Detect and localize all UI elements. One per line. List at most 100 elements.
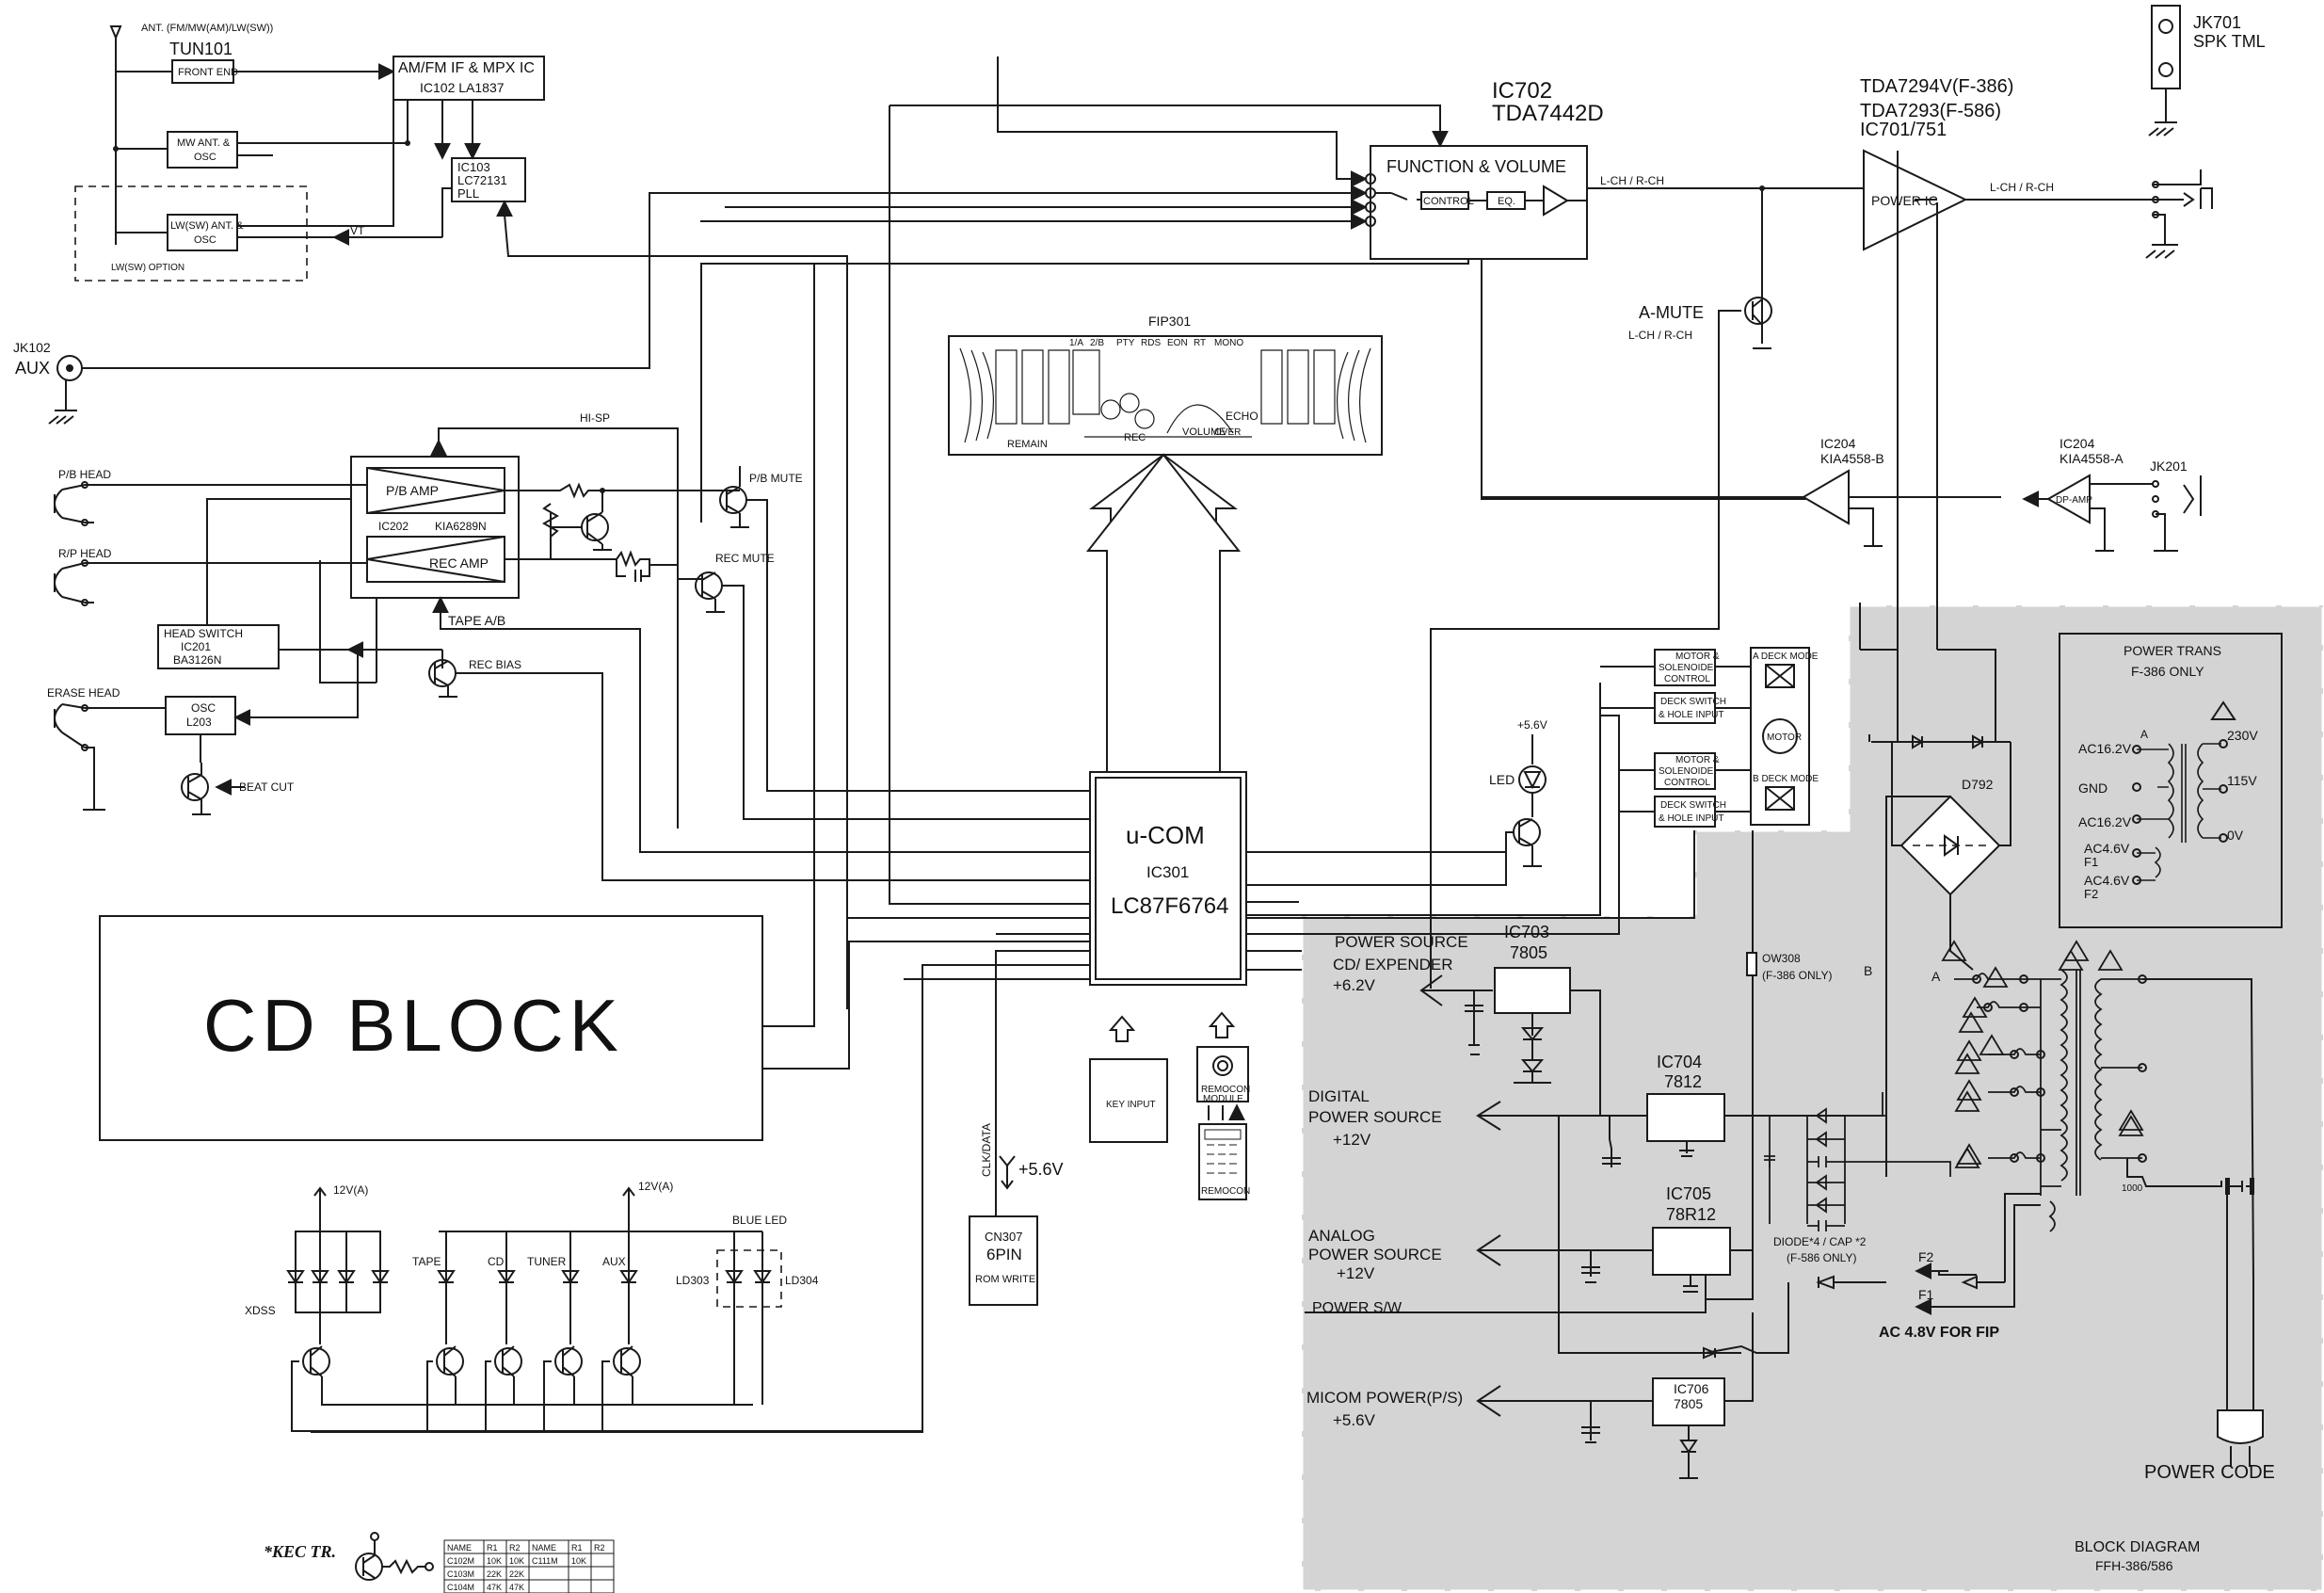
jk102-label: JK102 bbox=[13, 340, 51, 355]
a-deck-mode-label: A DECK MODE bbox=[1753, 652, 1819, 662]
power-supply-region bbox=[1300, 603, 2324, 1593]
ic204-b-label: IC204 bbox=[1820, 436, 1856, 451]
pt-a-label: A bbox=[1931, 969, 1941, 984]
jk201-label: JK201 bbox=[2150, 459, 2188, 474]
rec-mute-label: REC MUTE bbox=[715, 552, 775, 565]
fip-seg-5: EON bbox=[1167, 338, 1188, 348]
fip-rec: REC bbox=[1124, 432, 1146, 443]
f2-tr-label: F2 bbox=[2084, 887, 2098, 901]
motor-sol-2c: CONTROL bbox=[1664, 778, 1710, 788]
deck-section: +5.6V LED MOTOR & SOLENOIDE CONTROL DECK… bbox=[1246, 647, 1819, 915]
fip301-label: FIP301 bbox=[1148, 314, 1191, 329]
kec-table-header: R1 bbox=[487, 1543, 498, 1553]
f386-only-2-label: (F-386 ONLY) bbox=[1762, 969, 1832, 982]
led-label: LED bbox=[1489, 772, 1515, 787]
kec-table-value: 10K bbox=[487, 1556, 502, 1566]
lch-rch-3-label: L-CH / R-CH bbox=[1628, 329, 1692, 342]
ic706-part-label: 7805 bbox=[1674, 1396, 1703, 1411]
ow308-fuse bbox=[1746, 952, 1757, 976]
cd-block: CD BLOCK bbox=[99, 264, 1090, 1141]
rec-bias-label: REC BIAS bbox=[469, 658, 521, 671]
ic703-part-label: 7805 bbox=[1510, 943, 1547, 962]
tda7293-label: TDA7293(F-586) bbox=[1860, 101, 2001, 121]
dp-amp bbox=[2045, 474, 2091, 524]
tr-a-label: A bbox=[2140, 728, 2148, 741]
kec-tr-label: *KEC TR. bbox=[264, 1542, 336, 1561]
lw-option-label: LW(SW) OPTION bbox=[111, 263, 184, 273]
ac16-2v-2-label: AC16.2V bbox=[2078, 814, 2132, 829]
fip-seg-7: MONO bbox=[1214, 338, 1243, 348]
led-driver-section: 12V(A) 12V(A) XDSS TAPE CD TUNER AUX BLU… bbox=[245, 1180, 922, 1432]
tape-label: TAPE bbox=[412, 1255, 441, 1268]
mw-ant-box bbox=[167, 131, 238, 169]
power-trans-box bbox=[2059, 633, 2283, 928]
head-switch-box bbox=[157, 624, 280, 669]
v115-label: 115V bbox=[2227, 773, 2257, 788]
ic705-part-label: 78R12 bbox=[1666, 1205, 1716, 1224]
tape-section: HI-SP P/B AMP IC202 KIA6289N REC AMP P/B… bbox=[47, 411, 1090, 881]
kec-table-value: C111M bbox=[532, 1556, 558, 1566]
b-deck-mode-label: B DECK MODE bbox=[1753, 774, 1819, 784]
f1-label: F1 bbox=[1918, 1287, 1934, 1302]
kec-table-value: 10K bbox=[509, 1556, 524, 1566]
audio-path: IC702 TDA7442D FUNCTION & VOLUME CONTROL… bbox=[700, 5, 2266, 989]
diode-cap-label: DIODE*4 / CAP *2 bbox=[1773, 1235, 1867, 1248]
deck-sw-1b: & HOLE INPUT bbox=[1659, 710, 1723, 720]
lw-ant-label-1: LW(SW) ANT. & bbox=[170, 220, 244, 232]
cn307-label: CN307 bbox=[985, 1230, 1022, 1244]
block-diagram-label: BLOCK DIAGRAM bbox=[2075, 1539, 2200, 1555]
key-input-box bbox=[1089, 1058, 1168, 1143]
analog-3-label: +12V bbox=[1337, 1264, 1375, 1282]
fip-seg-6: RT bbox=[1194, 338, 1206, 348]
kec-table-value: C104M bbox=[447, 1583, 474, 1592]
motor-sol-2b: SOLENOIDE bbox=[1659, 766, 1714, 777]
v0-label: 0V bbox=[2227, 828, 2244, 843]
eq-label: EQ. bbox=[1498, 196, 1515, 207]
rec-amp-label: REC AMP bbox=[429, 555, 489, 571]
ac4-6v-2-label: AC4.6V bbox=[2084, 873, 2130, 888]
ac4-6v-1-label: AC4.6V bbox=[2084, 841, 2130, 856]
l203-label: L203 bbox=[186, 716, 212, 729]
ic705-label: IC705 bbox=[1666, 1184, 1711, 1203]
kec-table-header: NAME bbox=[532, 1543, 556, 1553]
kec-table-header: R2 bbox=[594, 1543, 605, 1553]
analog-2-label: POWER SOURCE bbox=[1308, 1246, 1442, 1263]
amfm-if-label: AM/FM IF & MPX IC bbox=[398, 60, 535, 76]
rom-write-label: ROM WRITE bbox=[975, 1274, 1035, 1285]
ic706-box bbox=[1652, 1377, 1725, 1426]
kec-table-value: C102M bbox=[447, 1556, 474, 1566]
power-trans-section: POWER TRANS F-386 ONLY A AC16.2V GND AC1… bbox=[2059, 633, 2283, 928]
ic704-part-label: 7812 bbox=[1664, 1072, 1702, 1091]
gnd-label: GND bbox=[2078, 780, 2108, 796]
ic705-box bbox=[1652, 1227, 1731, 1276]
func-vol-label: FUNCTION & VOLUME bbox=[1386, 157, 1566, 176]
ic704-box bbox=[1646, 1093, 1725, 1142]
ac-4-8v-label: AC 4.8V FOR FIP bbox=[1879, 1325, 1999, 1341]
power-supply: D792 A B OW308 (F-386 ONLY) bbox=[1305, 151, 2275, 1573]
f1-tr-label: F1 bbox=[2084, 855, 2098, 869]
ic204-a-label: IC204 bbox=[2060, 436, 2095, 451]
kec-table-cell bbox=[528, 1579, 569, 1593]
deck-sw-1-box bbox=[1654, 692, 1716, 724]
ucom-label: u-COM bbox=[1126, 821, 1205, 849]
deck-mode-box bbox=[1750, 647, 1810, 826]
ic702-label: IC702 bbox=[1492, 78, 1552, 104]
cd-label: CD bbox=[488, 1255, 505, 1268]
power-trans-label: POWER TRANS bbox=[2124, 643, 2221, 658]
cd-block-label: CD BLOCK bbox=[203, 984, 624, 1067]
deck-sw-2b: & HOLE INPUT bbox=[1659, 813, 1723, 824]
hi-sp-label: HI-SP bbox=[580, 411, 610, 425]
micom-2-label: +5.6V bbox=[1333, 1411, 1376, 1429]
blue-led-label: BLUE LED bbox=[732, 1214, 787, 1227]
aux-label: AUX bbox=[602, 1255, 626, 1268]
ac16-2v-1-label: AC16.2V bbox=[2078, 741, 2132, 756]
key-input-section: KEY INPUT REMOCON MODULE REMOCON CLK/DAT… bbox=[969, 1011, 1250, 1306]
fip-volume: VOLUME bbox=[1182, 426, 1226, 438]
ic102-label: IC102 LA1837 bbox=[420, 80, 505, 95]
lw-ant-label-2: OSC bbox=[194, 234, 216, 246]
xdss-label: XDSS bbox=[245, 1304, 276, 1317]
ic103-box bbox=[451, 157, 526, 202]
ic202-label: IC202 bbox=[378, 520, 409, 533]
motor-sol-1c: CONTROL bbox=[1664, 674, 1710, 684]
